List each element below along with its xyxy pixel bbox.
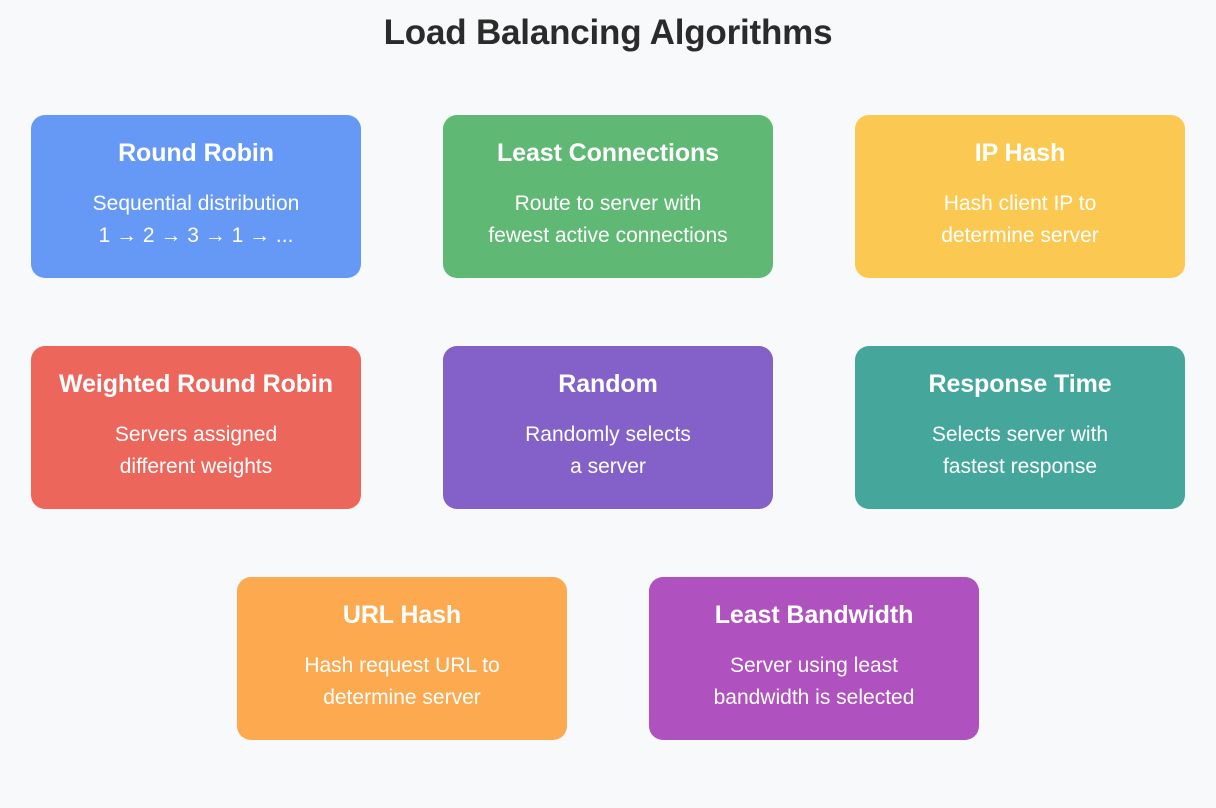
algorithm-card[interactable]: Least Connections Route to server with f…: [443, 115, 773, 278]
algorithm-card[interactable]: Response Time Selects server with fastes…: [855, 346, 1185, 509]
card-title: URL Hash: [342, 601, 462, 629]
card-description: Sequential distribution 1 → 2 → 3 → 1 → …: [92, 191, 300, 247]
algorithm-card[interactable]: IP Hash Hash client IP to determine serv…: [855, 115, 1185, 278]
page-title: Load Balancing Algorithms: [383, 13, 833, 52]
card-description: Selects server with fastest response: [931, 422, 1109, 478]
card-description: Randomly selects a server: [525, 422, 691, 478]
card-description: Hash client IP to determine server: [941, 191, 1099, 247]
algorithm-card[interactable]: Weighted Round Robin Servers assigned di…: [31, 346, 361, 509]
diagram-page: Load Balancing Algorithms Round Robin Se…: [31, 13, 1185, 740]
card-description: Servers assigned different weights: [114, 422, 278, 478]
algorithm-card-grid: Round Robin Sequential distribution 1 → …: [0, 115, 1216, 808]
card-title: Response Time: [928, 370, 1112, 398]
algorithm-card[interactable]: URL Hash Hash request URL to determine s…: [237, 577, 567, 740]
card-title: Random: [558, 370, 658, 398]
card-title: Least Bandwidth: [714, 601, 914, 629]
card-title: Round Robin: [118, 139, 274, 167]
card-description: Server using least bandwidth is selected: [713, 653, 915, 709]
card-title: Least Connections: [497, 139, 719, 167]
algorithm-card[interactable]: Round Robin Sequential distribution 1 → …: [31, 115, 361, 278]
card-row-3: URL Hash Hash request URL to determine s…: [0, 577, 1216, 740]
card-title: Weighted Round Robin: [59, 370, 333, 398]
algorithm-card[interactable]: Random Randomly selects a server: [443, 346, 773, 509]
algorithm-card[interactable]: Least Bandwidth Server using least bandw…: [649, 577, 979, 740]
card-title: IP Hash: [974, 139, 1066, 167]
card-description: Route to server with fewest active conne…: [488, 191, 728, 247]
card-row-1: Round Robin Sequential distribution 1 → …: [0, 115, 1216, 278]
card-description: Hash request URL to determine server: [304, 653, 500, 709]
card-row-2: Weighted Round Robin Servers assigned di…: [0, 346, 1216, 509]
